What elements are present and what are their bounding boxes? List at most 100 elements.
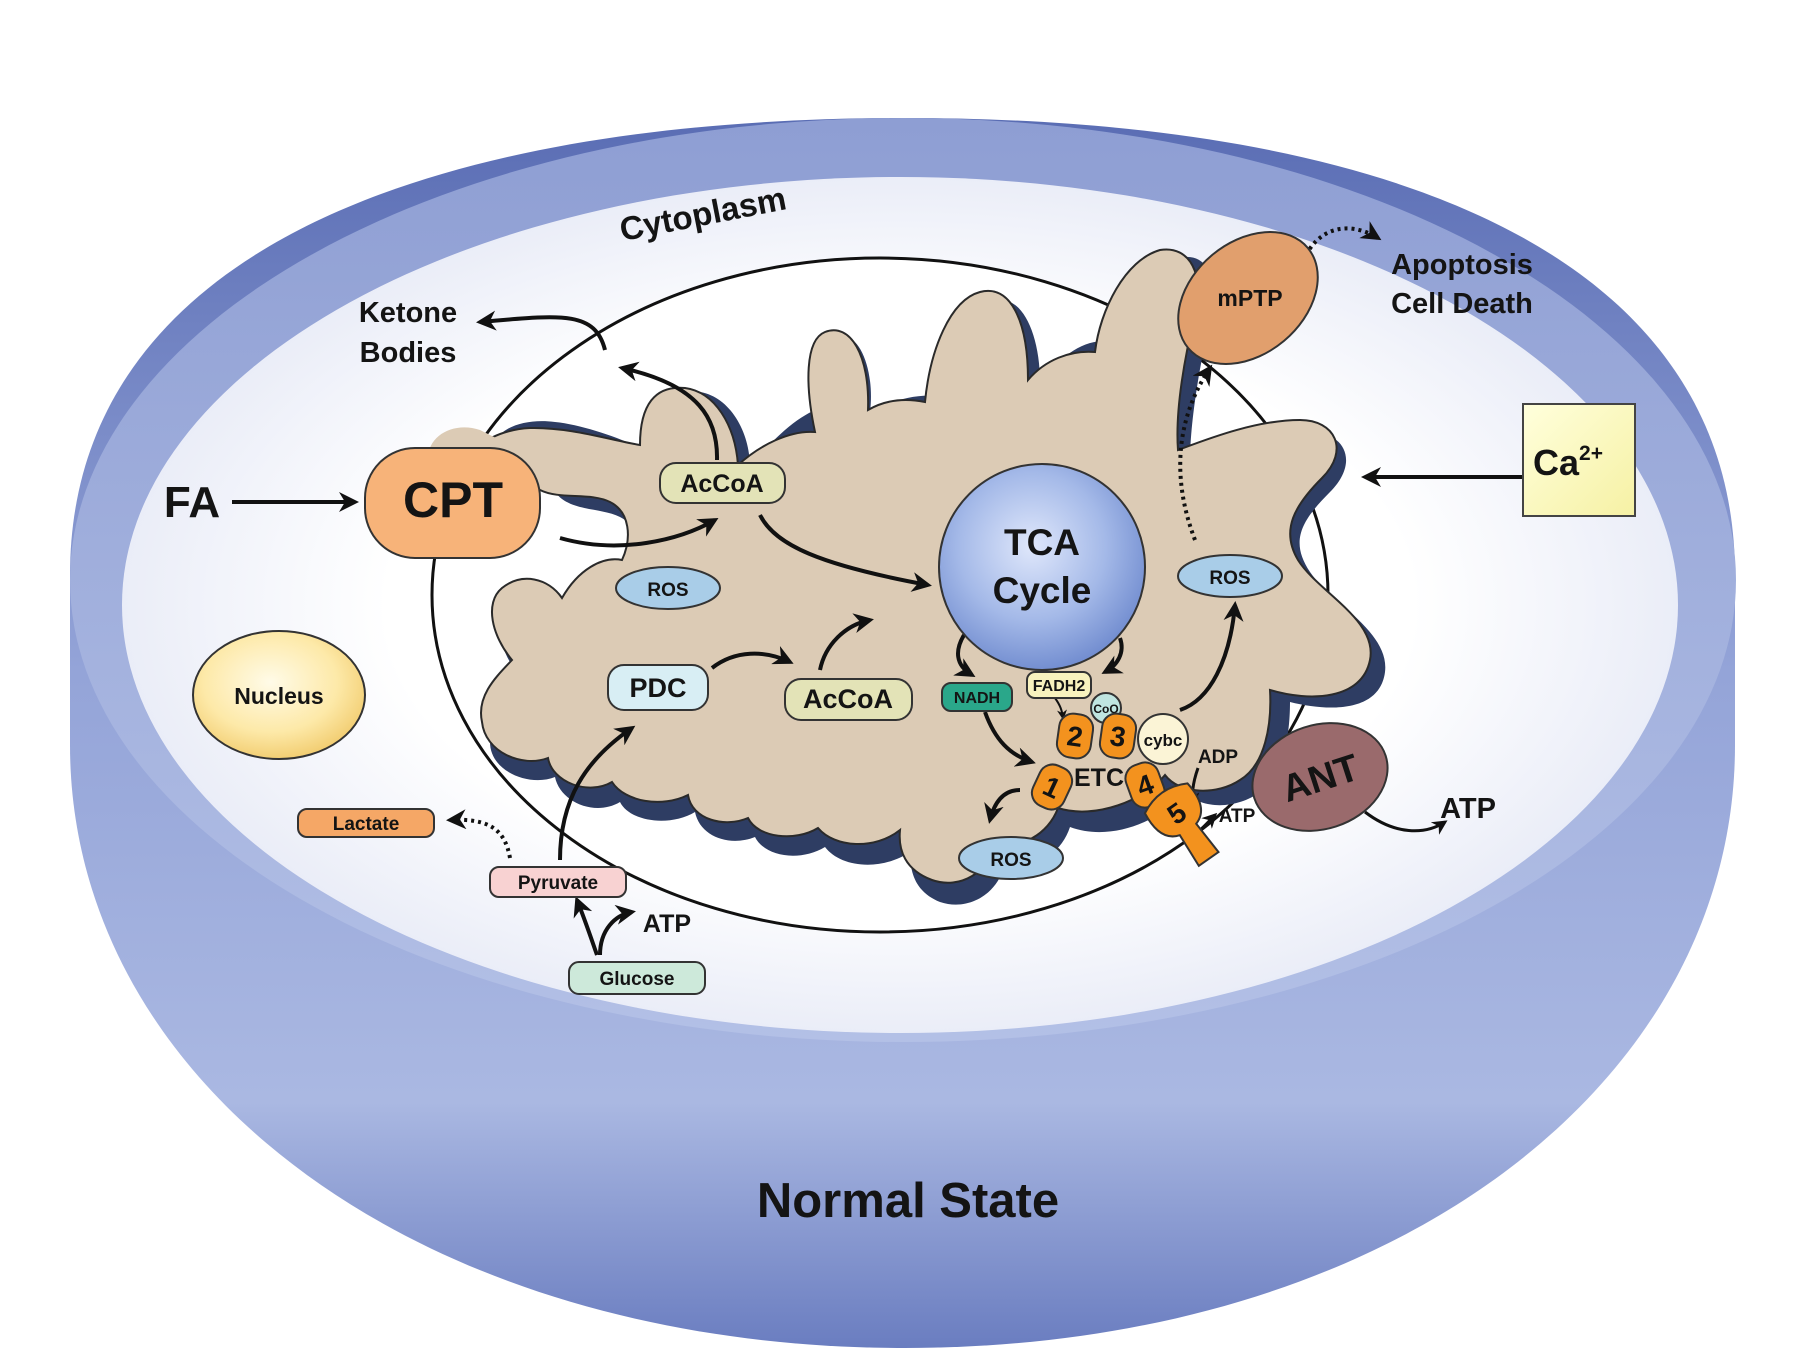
etc-complexes: 2 3 1 4 5 bbox=[1030, 712, 1220, 868]
fadh2-label: FADH2 bbox=[1033, 678, 1086, 695]
cpt-shape bbox=[364, 447, 541, 559]
arrow-ketone-exit bbox=[476, 310, 607, 351]
arrow-fadh2-to-c2 bbox=[1054, 697, 1067, 720]
pyruvate-shape bbox=[489, 866, 627, 898]
nucleus-shape bbox=[192, 630, 366, 760]
etc-label: ETC bbox=[1074, 764, 1124, 792]
etc-complex-2-shape bbox=[1055, 712, 1095, 760]
fadh2-shape bbox=[1026, 671, 1092, 699]
cybc-node: cybc bbox=[1137, 713, 1189, 765]
ros-bottom-label: ROS bbox=[990, 850, 1031, 871]
lactate-shape bbox=[297, 808, 435, 838]
glucose-label: Glucose bbox=[600, 969, 675, 990]
cybc-shape bbox=[1137, 713, 1189, 765]
ros-left-node: ROS bbox=[615, 566, 721, 610]
glucose-shape bbox=[568, 961, 706, 995]
ketone-label-line2: Bodies bbox=[360, 337, 457, 369]
atp-glycolysis-label: ATP bbox=[643, 910, 691, 938]
dotted-arrows bbox=[446, 221, 1382, 859]
fa-label: FA bbox=[164, 478, 220, 527]
arrow-pyruvate-to-pdc bbox=[558, 725, 636, 861]
etc-complex-5: 5 bbox=[1143, 782, 1220, 868]
nucleus: Nucleus bbox=[192, 630, 366, 760]
tca-label-line1: TCA bbox=[1004, 522, 1080, 563]
tca-cycle-node: TCA Cycle bbox=[938, 463, 1146, 671]
accoa-mid-node: AcCoA bbox=[784, 678, 913, 721]
nucleus-label: Nucleus bbox=[234, 683, 323, 709]
etc-complex-3: 3 bbox=[1098, 712, 1138, 760]
calcium-label: Ca2+ bbox=[1533, 442, 1603, 483]
arrow-accoa-to-ketone bbox=[618, 361, 720, 461]
tca-label-line2: Cycle bbox=[993, 570, 1092, 611]
atp-etc-label: ATP bbox=[1219, 806, 1256, 827]
arrow-ant-to-atp bbox=[1364, 810, 1448, 835]
arrow-pyruvate-to-lactate bbox=[446, 809, 512, 859]
coq-label: CoQ bbox=[1093, 702, 1118, 716]
arrows bbox=[232, 310, 1522, 956]
ros-right-shape bbox=[1177, 554, 1283, 598]
lactate-label: Lactate bbox=[333, 814, 400, 835]
calcium-superscript: 2+ bbox=[1579, 442, 1603, 465]
arrow-to-ros-right bbox=[1179, 601, 1244, 712]
lactate-node: Lactate bbox=[297, 808, 435, 838]
pyruvate-label: Pyruvate bbox=[518, 873, 598, 894]
mptp-shape bbox=[1177, 231, 1319, 365]
etc-complex-1-shape bbox=[1030, 763, 1074, 811]
cybc-label: cybc bbox=[1144, 731, 1183, 750]
atp-ant-label: ATP bbox=[1440, 793, 1496, 825]
calcium-base: Ca bbox=[1533, 442, 1580, 483]
accoa-top-shape bbox=[659, 462, 786, 504]
arrow-accoa-up bbox=[818, 613, 874, 671]
diagram-title: Normal State bbox=[757, 1174, 1059, 1228]
tca-cycle-shape bbox=[938, 463, 1146, 671]
etc-complex-5-shape bbox=[1143, 782, 1220, 868]
arrow-glucose-to-atp bbox=[598, 904, 636, 956]
etc-complex-3-label: 3 bbox=[1108, 720, 1128, 753]
etc-complex-2-label: 2 bbox=[1065, 720, 1085, 753]
ant-node: ANT bbox=[1251, 722, 1389, 832]
arrow-mptp-to-apoptosis bbox=[1304, 221, 1382, 256]
ros-bottom-shape bbox=[958, 836, 1064, 880]
arrow-tca-to-nadh bbox=[953, 633, 976, 678]
arrow-accoa-to-tca bbox=[758, 514, 932, 592]
pyruvate-node: Pyruvate bbox=[489, 866, 627, 898]
arrow-tca-to-fadh2 bbox=[1101, 637, 1124, 674]
arrow-ros-to-mptp bbox=[1178, 364, 1213, 541]
crista-bottom-lobe bbox=[950, 696, 1005, 840]
pdc-shape bbox=[607, 664, 709, 711]
cpt-label: CPT bbox=[403, 472, 503, 528]
mitochondrion-matrix bbox=[443, 248, 1372, 884]
mptp-label: mPTP bbox=[1217, 285, 1282, 311]
pdc-label: PDC bbox=[629, 673, 686, 703]
etc-complex-4: 4 bbox=[1124, 761, 1166, 809]
nadh-shape bbox=[941, 682, 1013, 712]
adp-label: ADP bbox=[1198, 747, 1238, 768]
glucose-node: Glucose bbox=[568, 961, 706, 995]
accoa-mid-shape bbox=[784, 678, 913, 721]
pdc-node: PDC bbox=[607, 664, 709, 711]
apoptosis-label-line2: Cell Death bbox=[1391, 288, 1533, 320]
apoptosis-label-line1: Apoptosis bbox=[1391, 249, 1533, 281]
ant-shape bbox=[1251, 722, 1389, 832]
ros-left-label: ROS bbox=[647, 580, 688, 601]
nadh-label: NADH bbox=[954, 690, 1000, 707]
mptp-node: mPTP bbox=[1177, 231, 1319, 365]
nadh-node: NADH bbox=[941, 682, 1013, 712]
etc-complex-2: 2 bbox=[1055, 712, 1095, 760]
ros-right-label: ROS bbox=[1209, 568, 1250, 589]
arrow-nadh-to-c1 bbox=[983, 711, 1036, 767]
ketone-label-line1: Ketone bbox=[359, 297, 457, 329]
accoa-top-node: AcCoA bbox=[659, 462, 786, 504]
ros-bottom-node: ROS bbox=[958, 836, 1064, 880]
ros-left-shape bbox=[615, 566, 721, 610]
calcium-box bbox=[1522, 403, 1636, 517]
accoa-top-label: AcCoA bbox=[680, 470, 763, 498]
ros-right-node: ROS bbox=[1177, 554, 1283, 598]
arrow-cpt-to-accoa bbox=[559, 518, 719, 548]
cpt-node: CPT bbox=[364, 447, 541, 559]
etc-complex-1: 1 bbox=[1030, 763, 1074, 811]
fadh2-node: FADH2 bbox=[1026, 671, 1092, 699]
etc-complex-3-shape bbox=[1098, 712, 1138, 760]
arrow-c1-to-ros bbox=[984, 788, 1021, 824]
